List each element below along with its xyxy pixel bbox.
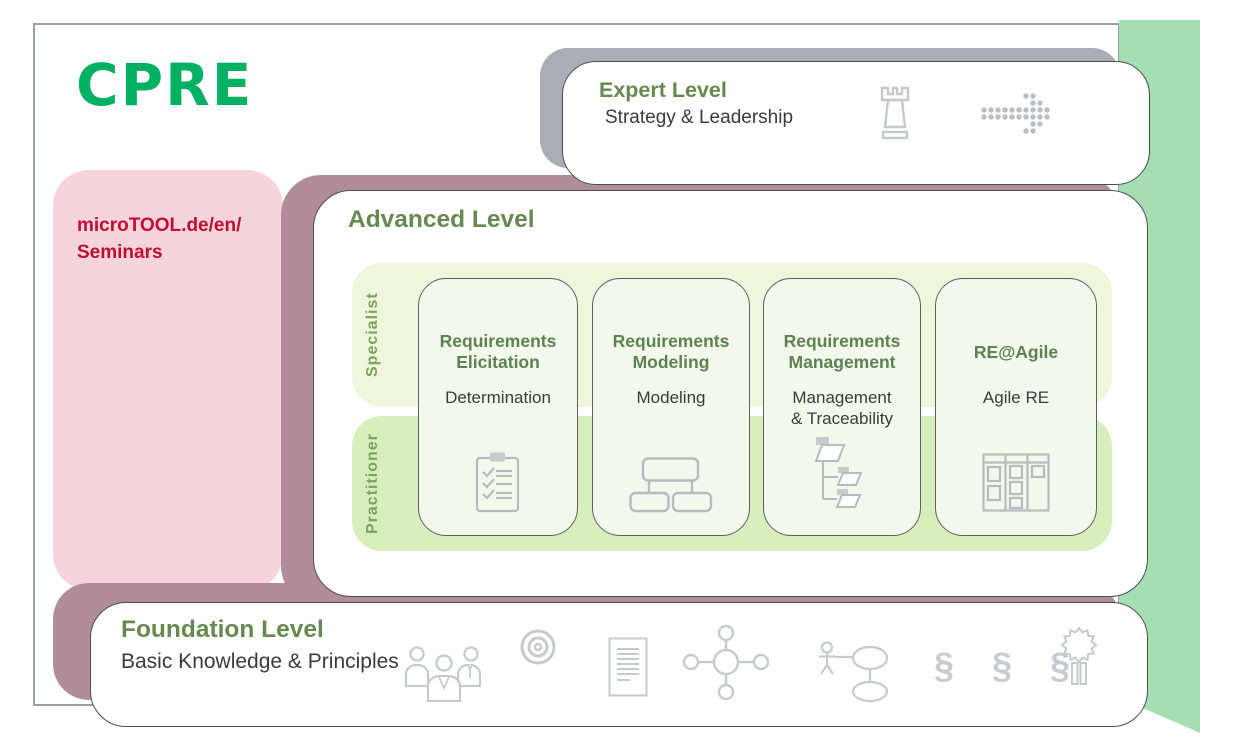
foundation-level-subtitle: Basic Knowledge & Principles (121, 650, 399, 673)
expert-level-subtitle: Strategy & Leadership (605, 107, 794, 128)
seminar-link[interactable]: microTOOL.de/en/ Seminars (77, 212, 241, 266)
practitioner-label: Practitioner (364, 433, 381, 534)
card-title: RE@Agile (973, 341, 1059, 362)
card-re-agile: RE@Agile Agile RE (935, 278, 1097, 536)
card-requirements-modeling: Requirements Modeling Modeling (592, 278, 750, 536)
award-icon (1057, 625, 1101, 705)
expert-level-box: Expert Level Strategy & Leadership (562, 61, 1150, 185)
seminar-panel: microTOOL.de/en/ Seminars (53, 170, 283, 590)
folders-icon (764, 435, 920, 513)
card-title: Requirements Modeling (612, 331, 730, 372)
card-subtitle: Agile RE (982, 388, 1050, 407)
checklist-icon (419, 451, 577, 513)
rook-icon (878, 84, 912, 142)
team-icon (404, 644, 484, 702)
card-requirements-management: Requirements Management Management & Tra… (763, 278, 921, 536)
specialist-label: Specialist (364, 292, 381, 378)
target-icon (518, 627, 558, 667)
use-case-icon (807, 641, 891, 703)
hierarchy-icon (593, 457, 749, 513)
foundation-level-box: Foundation Level Basic Knowledge & Princ… (90, 602, 1148, 727)
dotted-arrow-icon (981, 92, 1051, 136)
foundation-level-title: Foundation Level (121, 616, 324, 643)
card-requirements-elicitation: Requirements Elicitation Determination (418, 278, 578, 536)
cpre-logo: CPRE (76, 51, 254, 119)
kanban-icon (936, 453, 1096, 513)
seminar-link-line2: Seminars (77, 242, 163, 263)
card-subtitle: Modeling (636, 388, 706, 407)
expert-level-title: Expert Level (599, 78, 727, 102)
card-subtitle: Determination (445, 388, 551, 407)
paragraph-signs: § § § (934, 645, 1085, 686)
card-title: Requirements Management (783, 331, 901, 372)
advanced-level-box: Advanced Level Specialist Practitioner R… (313, 190, 1148, 597)
seminar-link-line1: microTOOL.de/en/ (77, 215, 242, 236)
document-icon (608, 637, 648, 697)
network-icon (682, 624, 770, 702)
advanced-level-title: Advanced Level (348, 206, 535, 233)
card-subtitle: Management & Traceability (790, 388, 894, 429)
card-title: Requirements Elicitation (439, 331, 557, 372)
